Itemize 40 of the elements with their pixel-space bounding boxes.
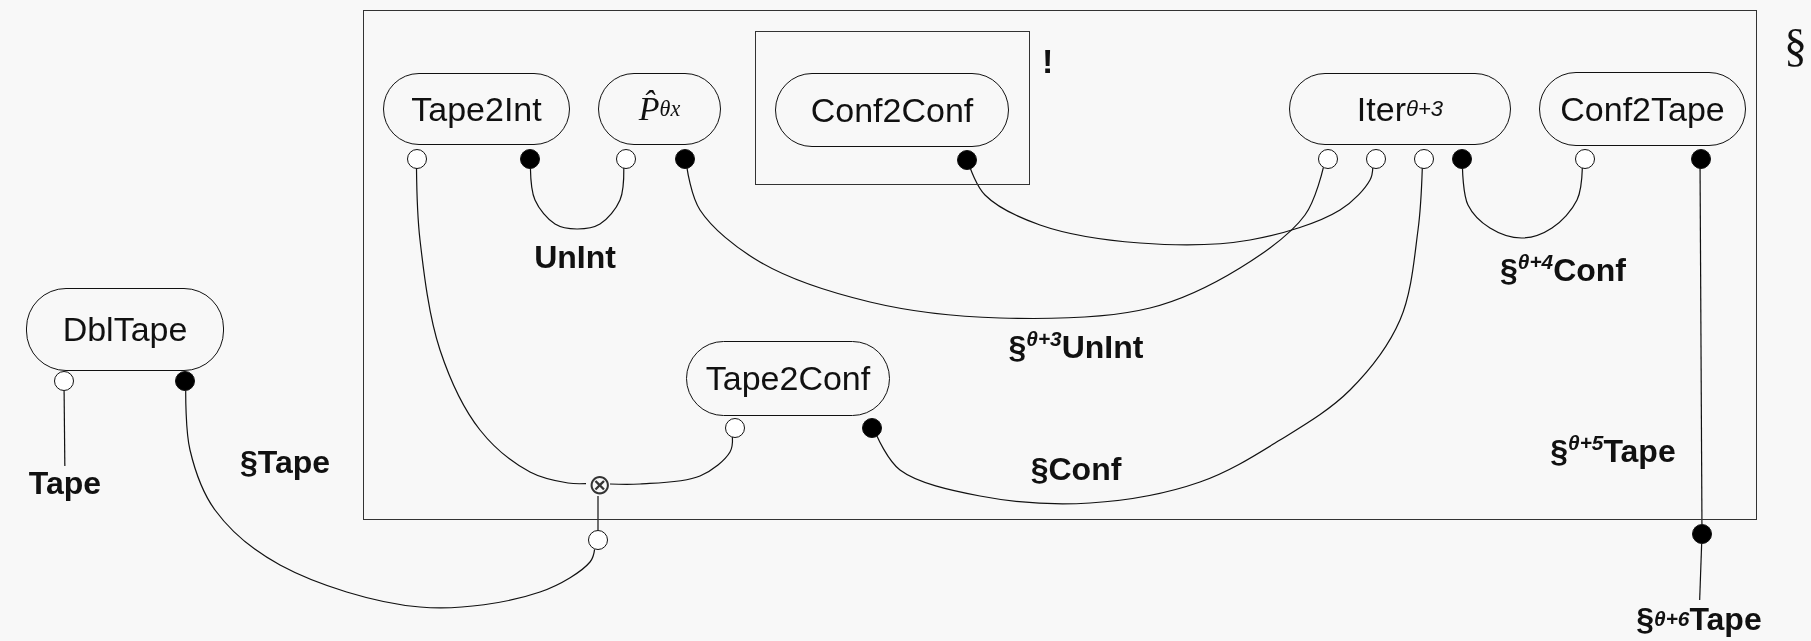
wire	[609, 436, 734, 485]
port-circle	[588, 530, 608, 550]
edge-label: §Conf	[1030, 450, 1122, 488]
wire	[1699, 167, 1703, 525]
wire	[876, 167, 1423, 505]
port-dot	[1692, 524, 1712, 544]
wire	[969, 166, 1374, 246]
edge-label: §Tape	[239, 443, 331, 481]
port-dot	[862, 418, 882, 438]
port-circle	[54, 371, 74, 391]
port-circle	[1318, 149, 1338, 169]
wire	[529, 167, 625, 230]
type-label: §$^{θ+6}$Tape	[1608, 600, 1790, 638]
type-label: Tape	[20, 466, 110, 500]
port-dot	[520, 149, 540, 169]
wire	[185, 390, 596, 609]
port-circle	[616, 149, 636, 169]
port-dot	[957, 150, 977, 170]
port-circle	[1366, 149, 1386, 169]
port-circle	[407, 149, 427, 169]
tensor-symbol: ⊗	[587, 473, 611, 497]
box-marker: !	[1042, 42, 1054, 81]
wire	[63, 390, 66, 467]
edge-label: §$^{θ+3}$UnInt	[1008, 328, 1144, 366]
wire	[1461, 167, 1583, 239]
wire	[686, 166, 1324, 320]
edge-label: §$^{θ+5}$Tape	[1550, 432, 1676, 470]
port-circle	[1414, 149, 1434, 169]
wire	[597, 495, 599, 531]
port-circle	[725, 418, 745, 438]
port-dot	[675, 149, 695, 169]
wire	[415, 167, 587, 485]
port-dot	[1452, 149, 1472, 169]
wire	[1699, 543, 1703, 601]
port-circle	[1575, 149, 1595, 169]
port-dot	[1691, 149, 1711, 169]
edge-label: UnInt	[534, 238, 616, 276]
box-marker: §	[1784, 19, 1807, 72]
port-dot	[175, 371, 195, 391]
edge-label: §$^{θ+4}$Conf	[1500, 251, 1626, 289]
